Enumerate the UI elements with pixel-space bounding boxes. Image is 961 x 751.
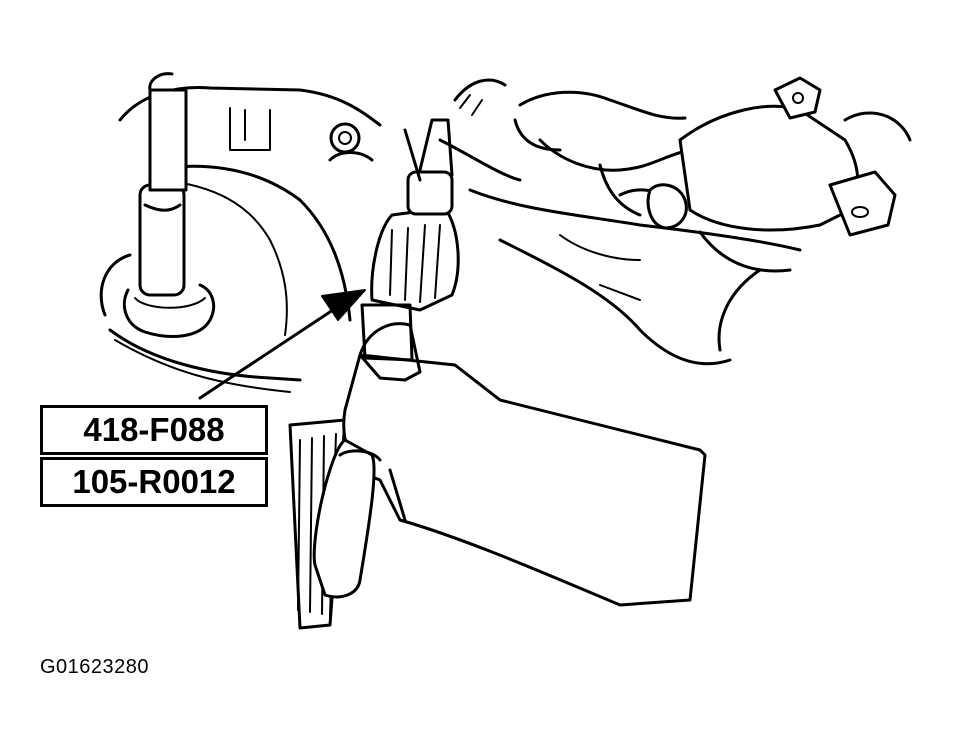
arrow-pointer-icon bbox=[198, 289, 366, 400]
mounting-bracket bbox=[678, 76, 912, 273]
tool-number-label: 418-F088 bbox=[40, 405, 268, 455]
wiring-harness bbox=[453, 78, 692, 230]
mounting-bolt bbox=[328, 122, 374, 162]
engine-block bbox=[99, 86, 382, 393]
special-tool-wrench bbox=[312, 118, 707, 607]
tool-number-label: 105-R0012 bbox=[40, 457, 268, 507]
engine-lower-housing bbox=[468, 188, 802, 366]
figure-id: G01623280 bbox=[40, 656, 150, 678]
steering-shaft bbox=[122, 72, 216, 338]
